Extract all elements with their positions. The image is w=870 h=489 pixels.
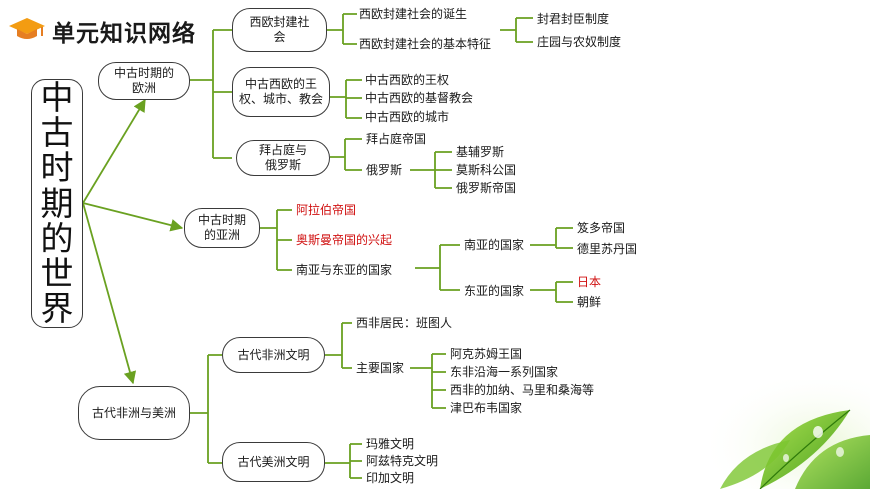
byzantium-item: 俄罗斯 [366,163,403,177]
africa-country: 西非的加纳、马里和桑海等 [450,383,595,397]
graduation-cap-icon [9,18,45,39]
node-byzantium-russia: 拜占庭与俄罗斯 [236,140,330,176]
asia-item-south-east: 南亚与东亚的国家 [296,263,393,277]
feudal-feature: 封君封臣制度 [537,12,610,26]
africa-country: 津巴布韦国家 [450,401,523,415]
feudal-feature: 庄园与农奴制度 [537,35,622,49]
america-item: 阿兹特克文明 [366,454,439,468]
root-char: 期 [40,183,74,223]
node-label: 中古时期的欧洲 [113,66,174,95]
asia-item-arab-empire: 阿拉伯帝国 [296,203,357,217]
node-africa-america: 古代非洲与美洲 [78,386,190,440]
node-medieval-europe: 中古时期的欧洲 [98,62,190,100]
east-asia-label: 东亚的国家 [464,284,525,298]
node-medieval-asia: 中古时期的亚洲 [184,208,260,248]
africa-major-countries: 主要国家 [356,361,405,375]
node-label: 古代非洲与美洲 [91,405,176,420]
arrow-to-asia [82,202,184,232]
node-label: 西欧封建社会 [249,15,310,44]
russia-item: 俄罗斯帝国 [456,181,517,195]
arrow-to-europe [82,98,146,204]
root-char: 世 [40,253,74,293]
green-leaves-decoration [700,380,870,489]
node-label: 拜占庭与俄罗斯 [258,143,307,172]
america-item: 印加文明 [366,471,415,485]
south-asia-item: 笈多帝国 [577,221,626,235]
africa-country: 东非沿海一系列国家 [450,365,559,379]
kingship-item: 中古西欧的基督教会 [365,91,474,105]
africa-country: 阿克苏姆王国 [450,347,523,361]
node-label: 古代美洲文明 [237,454,310,469]
arrow-to-africa-america [82,202,137,385]
node-kingship-city-church: 中古西欧的王权、城市、教会 [232,67,330,117]
america-item: 玛雅文明 [366,437,415,451]
root-char: 界 [40,288,74,328]
node-western-feudal: 西欧封建社会 [232,8,327,52]
kingship-item: 中古西欧的城市 [365,110,450,124]
byzantium-item: 拜占庭帝国 [366,132,427,146]
root-topic: 中 古 时 期 的 世 界 [31,79,83,328]
node-american-civilization: 古代美洲文明 [222,442,325,482]
south-asia-label: 南亚的国家 [464,238,525,252]
node-label: 古代非洲文明 [237,347,310,362]
node-african-civilization: 古代非洲文明 [222,337,325,373]
south-asia-item: 德里苏丹国 [577,242,638,256]
root-char: 古 [40,113,74,153]
asia-item-ottoman: 奥斯曼帝国的兴起 [296,233,393,247]
feudal-item: 西欧封建社会的诞生 [359,7,468,21]
kingship-item: 中古西欧的王权 [365,73,450,87]
root-char: 中 [40,78,74,118]
root-char: 时 [40,148,74,188]
feudal-item: 西欧封建社会的基本特征 [359,37,492,51]
root-char: 的 [40,218,74,258]
africa-west-residents: 西非居民：班图人 [356,316,453,330]
russia-item: 莫斯科公国 [456,163,517,177]
russia-item: 基辅罗斯 [456,145,505,159]
east-asia-item-japan: 日本 [577,275,602,289]
east-asia-item-korea: 朝鲜 [577,295,602,309]
page-title: 单元知识网络 [52,21,196,47]
node-label: 中古时期的亚洲 [197,213,246,242]
node-label: 中古西欧的王权、城市、教会 [239,77,324,106]
